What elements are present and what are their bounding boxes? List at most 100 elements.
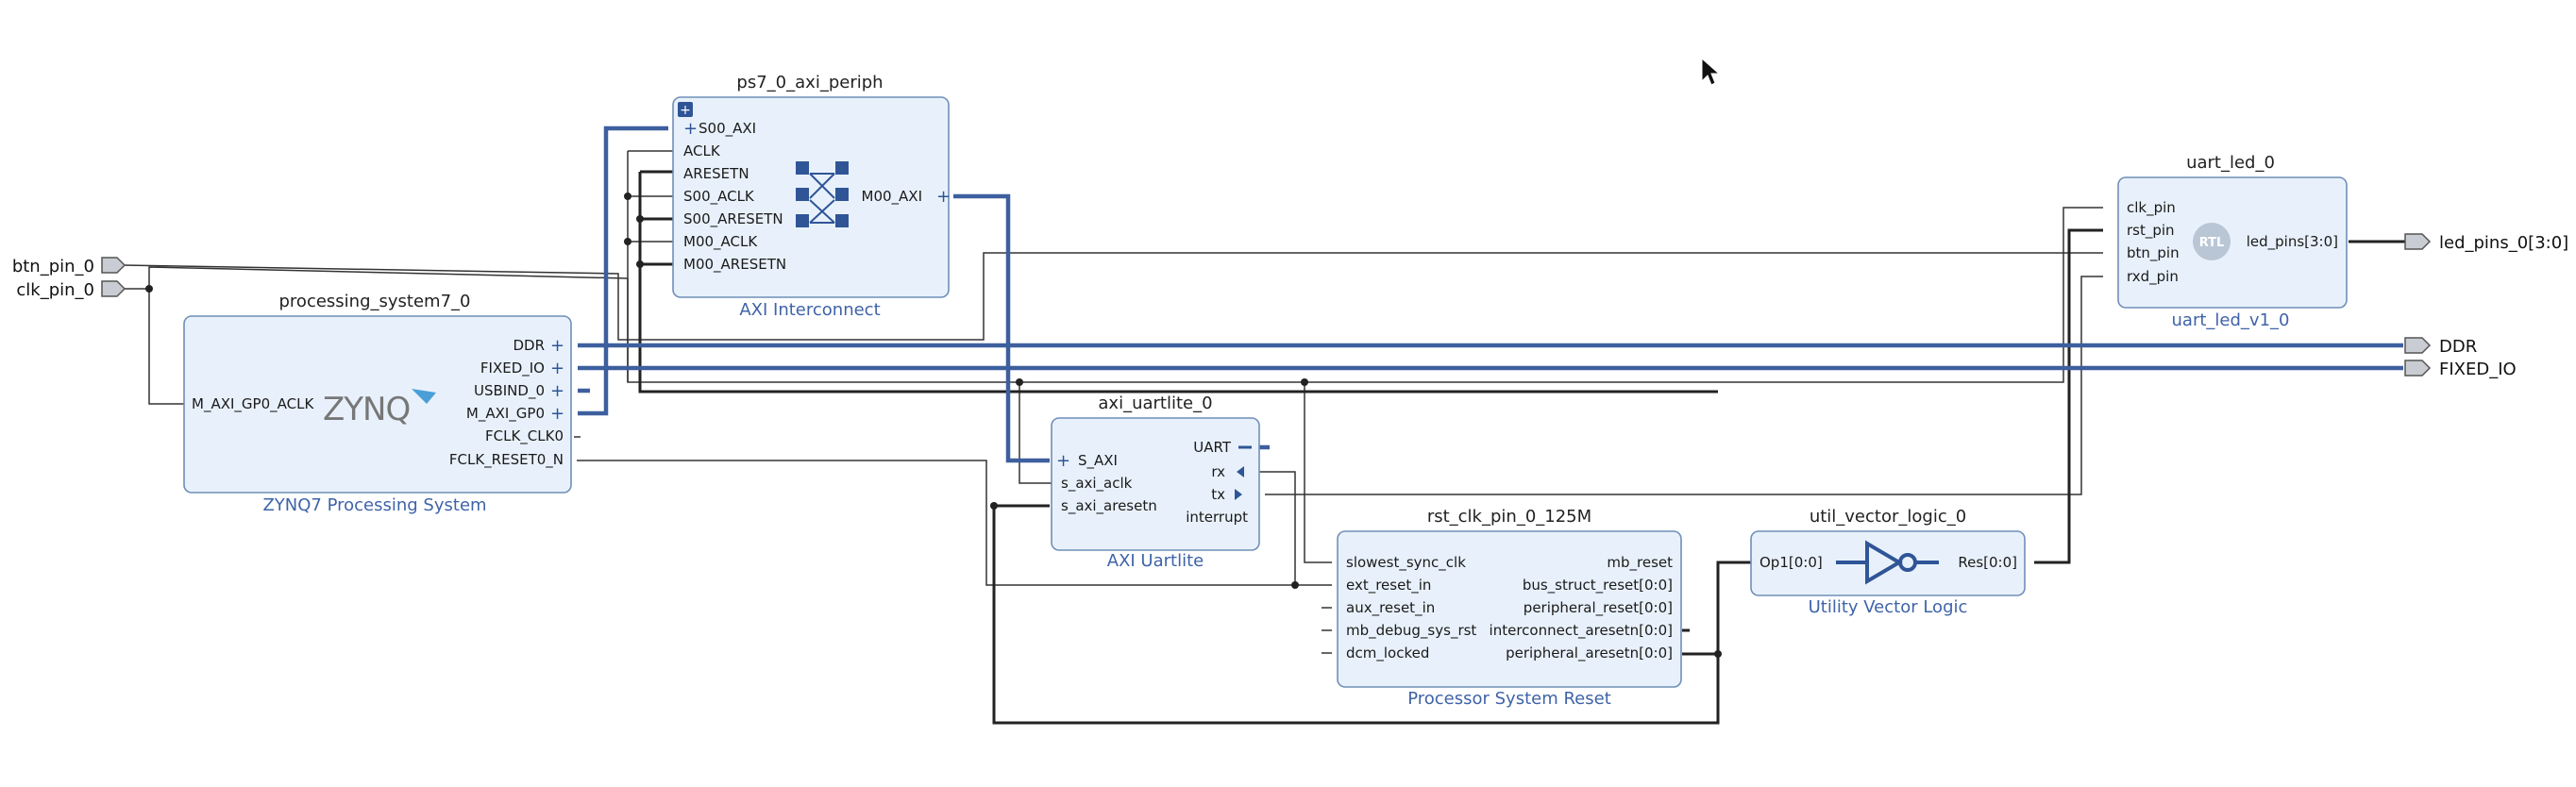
pin-rxd-pin[interactable]: rxd_pin xyxy=(2127,268,2179,286)
wire-rst-clk[interactable] xyxy=(1304,382,1332,563)
bus-m00-axi[interactable] xyxy=(953,193,1050,463)
mouse-cursor-icon xyxy=(1701,57,1721,86)
pin-tx[interactable]: tx xyxy=(1211,486,1225,503)
wire-uart-aclk[interactable] xyxy=(1019,382,1055,484)
pin-rx[interactable]: rx xyxy=(1211,463,1225,480)
pin-fixed-io[interactable]: FIXED_IO xyxy=(480,360,545,377)
pin-s00-aresetn[interactable]: S00_ARESETN xyxy=(683,210,783,228)
pin-s-axi-plus-icon: + xyxy=(1056,451,1070,471)
pin-aux-reset-in[interactable]: aux_reset_in xyxy=(1346,599,1435,617)
rst-instance: rst_clk_pin_0_125M xyxy=(1427,507,1591,527)
axi-interconnect-instance: ps7_0_axi_periph xyxy=(736,73,883,92)
block-axi-interconnect[interactable]: ps7_0_axi_periph + S00_AXI ACLK ARESETN … xyxy=(672,73,951,320)
pin-ext-reset-in[interactable]: ext_reset_in xyxy=(1346,577,1431,594)
tx-arrow-icon xyxy=(1235,489,1242,500)
pin-s00-axi[interactable]: S00_AXI xyxy=(699,120,756,138)
pin-btn-pin[interactable]: btn_pin xyxy=(2127,244,2180,262)
rtl-badge-icon xyxy=(2193,223,2231,260)
uartlite-subtitle: AXI Uartlite xyxy=(1107,551,1204,571)
external-port-ddr[interactable]: DDR xyxy=(2404,337,2477,357)
pin-fclk-reset0-n[interactable]: FCLK_RESET0_N xyxy=(449,451,564,469)
pin-led-pins[interactable]: led_pins[3:0] xyxy=(2247,233,2338,251)
pin-s-axi-aresetn[interactable]: s_axi_aresetn xyxy=(1061,497,1157,515)
external-port-clk-pin[interactable]: clk_pin_0 xyxy=(16,280,126,300)
rtl-badge-label: RTL xyxy=(2199,236,2225,250)
block-uart-led[interactable]: uart_led_0 clk_pin rst_pin btn_pin rxd_p… xyxy=(2117,153,2348,330)
block-axi-uartlite[interactable]: axi_uartlite_0 + S_AXI s_axi_aclk s_axi_… xyxy=(1051,394,1260,571)
external-port-fixed-io[interactable]: FIXED_IO xyxy=(2404,360,2517,379)
btn-pin-label: btn_pin_0 xyxy=(12,257,94,276)
pin-aclk[interactable]: ACLK xyxy=(683,142,721,159)
wires xyxy=(122,126,2405,725)
pin-s-axi[interactable]: S_AXI xyxy=(1078,452,1118,470)
inverter-icon xyxy=(1836,540,1939,585)
wire-peripheral-aresetn[interactable] xyxy=(992,504,1720,725)
pin-s00-aclk[interactable]: S00_ACLK xyxy=(683,188,755,206)
pin-s-axi-aclk[interactable]: s_axi_aclk xyxy=(1061,475,1133,493)
pin-rst-pin[interactable]: rst_pin xyxy=(2127,222,2175,240)
pin-m-axi-gp0-aclk[interactable]: M_AXI_GP0_ACLK xyxy=(192,395,314,413)
uvl-instance: util_vector_logic_0 xyxy=(1810,507,1966,527)
pin-usbind[interactable]: USBIND_0 xyxy=(474,382,545,400)
wire-btn-pin[interactable] xyxy=(122,252,2103,341)
pin-m-axi-gp0[interactable]: M_AXI_GP0 xyxy=(466,405,545,423)
block-util-vector-logic[interactable]: util_vector_logic_0 Op1[0:0] Res[0:0] Ut… xyxy=(1750,507,2026,617)
pin-m00-aclk[interactable]: M00_ACLK xyxy=(683,233,758,251)
wire-tx[interactable] xyxy=(1265,276,2103,495)
block-processor-system-reset[interactable]: rst_clk_pin_0_125M slowest_sync_clk ext_… xyxy=(1337,507,1682,709)
pin-m00-axi-plus-icon: + xyxy=(936,187,951,207)
pin-res[interactable]: Res[0:0] xyxy=(1958,554,2017,571)
block-zynq-ps[interactable]: processing_system7_0 M_AXI_GP0_ACLK ZYNQ… xyxy=(183,292,572,515)
bus-m-axi-gp0[interactable] xyxy=(578,126,668,416)
external-port-btn-pin[interactable]: btn_pin_0 xyxy=(12,257,126,276)
wire-fclk-reset[interactable] xyxy=(577,460,1332,586)
external-port-led-pins[interactable]: led_pins_0[3:0] xyxy=(2404,233,2568,253)
expand-icon[interactable] xyxy=(678,102,693,117)
rst-subtitle: Processor System Reset xyxy=(1407,689,1611,709)
zynq-instance: processing_system7_0 xyxy=(279,292,471,311)
led-pins-label: led_pins_0[3:0] xyxy=(2439,233,2568,253)
clk-pin-label: clk_pin_0 xyxy=(16,280,94,300)
wire-rx[interactable] xyxy=(1259,471,1296,585)
pin-s00-axi-plus-icon: + xyxy=(683,119,698,139)
rx-arrow-icon xyxy=(1237,466,1244,477)
expand-icon-glyph: + xyxy=(680,103,691,118)
zynq-logo: ZYNQ xyxy=(323,391,410,428)
pin-m00-axi[interactable]: M00_AXI xyxy=(862,188,923,206)
pin-m00-aresetn[interactable]: M00_ARESETN xyxy=(683,256,786,274)
svg-text:+: + xyxy=(550,336,564,356)
svg-text:+: + xyxy=(550,404,564,424)
uartlite-instance: axi_uartlite_0 xyxy=(1098,394,1212,413)
uartled-subtitle: uart_led_v1_0 xyxy=(2172,310,2290,330)
pin-peripheral-aresetn[interactable]: peripheral_aresetn[0:0] xyxy=(1506,645,1673,662)
uartled-instance: uart_led_0 xyxy=(2186,153,2275,173)
pin-mb-debug-sys-rst[interactable]: mb_debug_sys_rst xyxy=(1346,622,1476,640)
wire-clk-pin[interactable] xyxy=(123,288,184,405)
crossbar-icon xyxy=(796,161,849,227)
pin-aresetn[interactable]: ARESETN xyxy=(683,165,749,182)
pin-mb-reset[interactable]: mb_reset xyxy=(1607,554,1673,572)
pin-dcm-locked[interactable]: dcm_locked xyxy=(1346,645,1429,662)
pin-slowest-sync-clk[interactable]: slowest_sync_clk xyxy=(1346,554,1466,572)
zynq-subtitle: ZYNQ7 Processing System xyxy=(262,495,486,515)
pin-interrupt[interactable]: interrupt xyxy=(1186,509,1248,526)
wire-clk-pin-up[interactable] xyxy=(148,266,629,289)
pin-op1[interactable]: Op1[0:0] xyxy=(1759,554,1823,571)
pin-bus-struct-reset[interactable]: bus_struct_reset[0:0] xyxy=(1523,577,1673,594)
wire-res-to-rst[interactable] xyxy=(2034,228,2103,564)
svg-text:+: + xyxy=(550,359,564,378)
svg-text:+: + xyxy=(550,381,564,401)
pin-uart[interactable]: UART xyxy=(1193,439,1232,456)
wire-op1[interactable] xyxy=(1716,561,1751,654)
pin-ddr[interactable]: DDR xyxy=(513,337,545,354)
pin-clk-pin[interactable]: clk_pin xyxy=(2127,199,2176,217)
pin-peripheral-reset[interactable]: peripheral_reset[0:0] xyxy=(1524,599,1673,617)
pin-fclk-clk0[interactable]: FCLK_CLK0 xyxy=(485,427,564,445)
zynq-bus-plus-icons: + + + + xyxy=(550,336,564,424)
zynq-logo-mark xyxy=(412,389,436,404)
pin-interconnect-aresetn[interactable]: interconnect_aresetn[0:0] xyxy=(1490,622,1673,640)
fixed-io-label: FIXED_IO xyxy=(2439,360,2517,379)
wire-aresetn-rail[interactable] xyxy=(638,170,1718,394)
axi-interconnect-subtitle: AXI Interconnect xyxy=(739,300,880,320)
